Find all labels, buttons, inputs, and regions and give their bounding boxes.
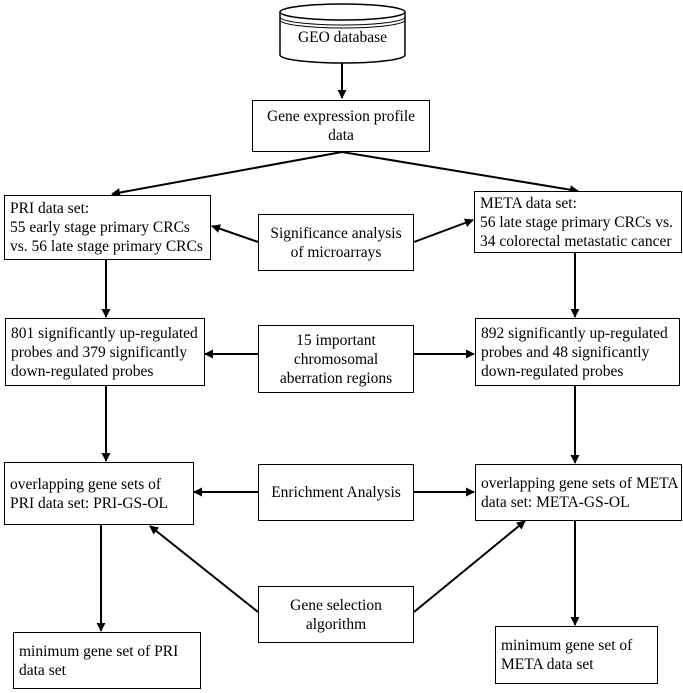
box-line: META data set (501, 656, 594, 673)
box-line: 55 early stage primary CRCs (10, 219, 190, 236)
box-line: minimum gene set of (501, 637, 633, 654)
box-line: 34 colorectal metastatic cancer (480, 232, 672, 250)
box-line: data (328, 127, 354, 144)
pri-minimum-gene-set-box: minimum gene set of PRI data set (13, 632, 201, 689)
box-line: down-regulated probes (481, 362, 624, 380)
edge-sam-to-meta (413, 218, 474, 243)
gene-selection-box: Gene selection algorithm (258, 586, 414, 643)
box-line: Gene selection (290, 596, 382, 614)
pri-gs-ol-box: overlapping gene sets of PRI data set: P… (4, 462, 194, 525)
edge-expression-to-meta (341, 151, 579, 195)
box-line: overlapping gene sets of (10, 475, 162, 493)
box-line: of microarrays (290, 243, 382, 261)
box-line: 801 significantly up-regulated (11, 324, 198, 342)
significance-analysis-box: Significance analysis of microarrays (258, 214, 414, 271)
box-line: data set (19, 661, 66, 679)
box-line: PRI data set: PRI-GS-OL (10, 494, 169, 512)
box-line: META data set: (480, 194, 577, 212)
box-line: data set: META-GS-OL (481, 493, 630, 511)
box-line: overlapping gene sets of META (481, 474, 679, 492)
edge-expression-to-pri (111, 151, 343, 197)
pri-probes-box: 801 significantly up-regulated probes an… (5, 318, 205, 386)
pri-data-set-box: PRI data set: 55 early stage primary CRC… (4, 195, 211, 260)
box-line: 892 significantly up-regulated (481, 324, 668, 342)
box-line: minimum gene set of PRI (19, 642, 179, 660)
box-line: probes and 379 significantly (11, 343, 188, 361)
edge-selection-to-pri-gsol (149, 525, 259, 613)
edge-selection-to-meta-gsol (413, 520, 526, 613)
box-line: Significance analysis (270, 224, 402, 242)
box-line: chromosomal (293, 350, 379, 368)
box-line: down-regulated probes (11, 362, 154, 380)
box-line: PRI data set: (10, 200, 90, 217)
enrichment-analysis-box: Enrichment Analysis (258, 464, 414, 521)
meta-gs-ol-box: overlapping gene sets of META data set: … (475, 464, 682, 521)
box-line: aberration regions (279, 369, 393, 387)
chromosomal-aberration-box: 15 important chromosomal aberration regi… (258, 325, 414, 393)
box-line: 15 important (296, 331, 376, 349)
geo-database-cylinder (279, 3, 406, 64)
box-line: algorithm (305, 615, 367, 633)
meta-data-set-box: META data set: 56 late stage primary CRC… (474, 191, 682, 253)
gene-expression-profile-box: Gene expression profile data (252, 100, 430, 152)
meta-minimum-gene-set-box: minimum gene set of META data set (495, 626, 658, 684)
box-line: 56 late stage primary CRCs vs. (480, 213, 673, 231)
box-line: probes and 48 significantly (481, 343, 650, 361)
edge-sam-to-pri (211, 224, 259, 243)
meta-probes-box: 892 significantly up-regulated probes an… (475, 318, 680, 386)
box-line: Gene expression profile (266, 108, 416, 125)
box-line: vs. 56 late stage primary CRCs (10, 238, 203, 255)
box-line: Enrichment Analysis (271, 484, 401, 501)
geo-database-label: GEO database (297, 29, 388, 46)
